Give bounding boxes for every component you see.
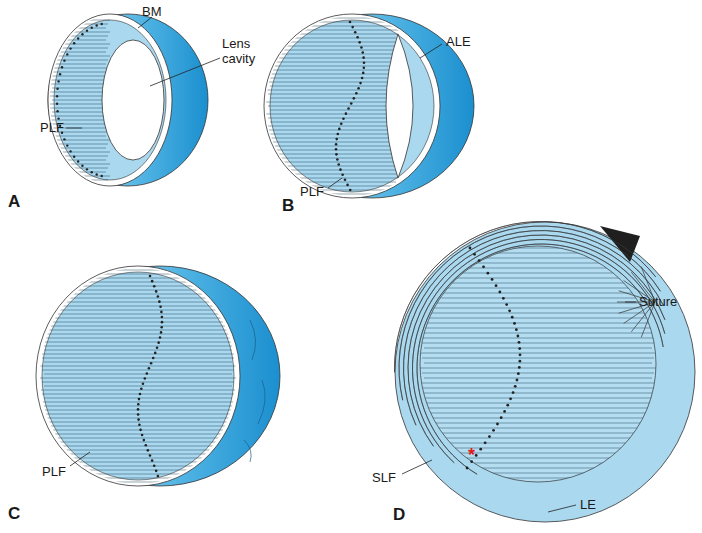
panel-letter: C xyxy=(8,506,20,521)
part-label: Lens cavity xyxy=(222,36,268,66)
panel-a xyxy=(48,14,208,186)
panel-d xyxy=(394,221,695,522)
leader-lines xyxy=(66,17,636,512)
panel-letter: B xyxy=(282,198,294,213)
part-label: PLF xyxy=(40,120,64,135)
panel-letter: A xyxy=(8,194,20,209)
part-label: ALE xyxy=(446,34,471,49)
part-label: PLF xyxy=(300,184,324,199)
panel-letter: D xyxy=(393,507,405,522)
panel-b xyxy=(264,14,474,198)
part-label: BM xyxy=(142,4,162,19)
part-label: LE xyxy=(580,497,596,512)
part-label: PLF xyxy=(42,464,66,479)
panel-c xyxy=(36,266,280,486)
part-label: Suture xyxy=(639,294,677,309)
part-label: SLF xyxy=(372,470,396,485)
marker: * xyxy=(468,448,475,463)
